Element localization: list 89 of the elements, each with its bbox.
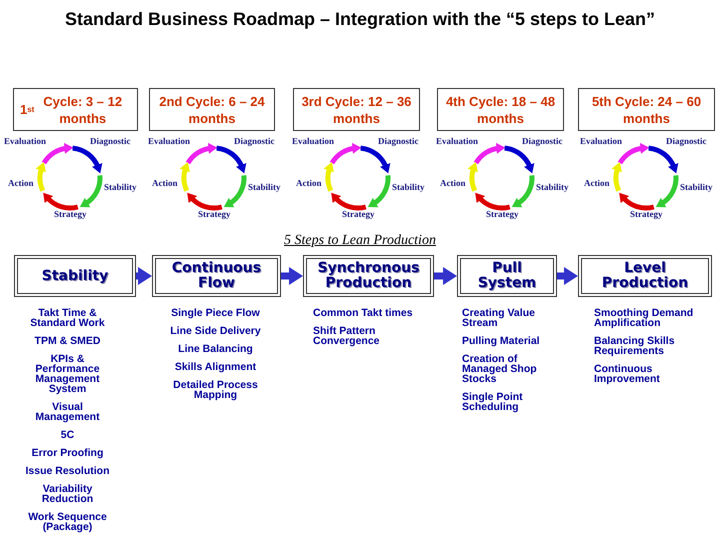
lean-step-box: Stability (14, 255, 136, 297)
practice-item: Line Side Delivery (169, 326, 262, 336)
practice-item: Creating Value Stream (462, 308, 536, 328)
cycle-arc-arrow (42, 143, 74, 164)
cycle-stage-label: Strategy (198, 209, 230, 219)
cycle-arc-arrow (72, 146, 102, 174)
cycle-arc-arrow (512, 175, 534, 208)
cycle-stage-label: Diagnostic (234, 136, 274, 146)
cycle-stage-label: Stability (248, 182, 281, 192)
cycle-arc-arrow (324, 162, 334, 192)
cycle-stage-label: Diagnostic (522, 136, 562, 146)
practice-item: Shift Pattern Convergence (313, 326, 381, 346)
practice-item: Pulling Material (462, 336, 541, 346)
cycle-arc-arrow (618, 192, 654, 211)
arrow (136, 267, 152, 285)
cycle-duration-box: 5th Cycle: 24 – 60 months (578, 88, 715, 131)
cycle-arc-arrow (80, 175, 102, 208)
lean-step-box: Pull System (457, 255, 557, 297)
practice-item: Creation of Managed Shop Stocks (462, 354, 538, 384)
practice-item: KPIs & Performance Management System (34, 354, 101, 394)
cycle-arc-arrow (330, 143, 362, 164)
practice-item: Error Proofing (30, 448, 104, 458)
cycle-arc-arrow (474, 143, 506, 164)
practice-item: 5C (60, 430, 76, 440)
practice-item: Variability Reduction (40, 484, 94, 504)
cycle-duration-box: 1$^{st}$ Cycle: 3 – 12 months (13, 88, 138, 131)
practice-item: Skills Alignment (174, 362, 258, 372)
cycle-arc-arrow (612, 162, 622, 192)
practice-item: Single Point Scheduling (462, 392, 524, 412)
cycle-stage-label: Evaluation (148, 136, 190, 146)
practice-item: Issue Resolution (24, 466, 110, 476)
cycle-arc-arrow (186, 143, 218, 164)
arrow (557, 267, 578, 285)
cycle-stage-label: Evaluation (580, 136, 622, 146)
cycle-arc-arrow (186, 192, 222, 211)
practice-item: Smoothing Demand Amplification (594, 308, 694, 328)
cycle-arc-arrow (468, 162, 478, 192)
practice-item: TPM & SMED (34, 336, 102, 346)
cycle-arc-arrow (224, 175, 246, 208)
cycle-duration-box: 3rd Cycle: 12 – 36 months (293, 88, 420, 131)
arrow (281, 267, 303, 285)
cycle-arc-arrow (330, 192, 366, 211)
cycle-arc-arrow (36, 162, 46, 192)
cycle-arc-arrow (618, 143, 650, 164)
cycle-arc-arrow (216, 146, 246, 174)
cycle-stage-label: Action (8, 178, 34, 188)
cycle-arc-arrow (504, 146, 534, 174)
cycle-stage-label: Action (152, 178, 178, 188)
cycle-stage-label: Evaluation (436, 136, 478, 146)
cycle-stage-label: Stability (104, 182, 137, 192)
cycle-arc-arrow (648, 146, 678, 174)
cycle-arc-arrow (474, 192, 510, 211)
practice-item: Detailed Process Mapping (172, 380, 259, 400)
cycle-stage-label: Stability (392, 182, 425, 192)
cycle-stage-label: Diagnostic (378, 136, 418, 146)
cycle-stage-label: Strategy (486, 209, 518, 219)
cycle-arc-arrow (656, 175, 678, 208)
cycle-stage-label: Evaluation (4, 136, 46, 146)
cycle-stage-label: Diagnostic (666, 136, 706, 146)
practice-item: Line Balancing (177, 344, 254, 354)
cycle-stage-label: Action (440, 178, 466, 188)
cycle-stage-label: Diagnostic (90, 136, 130, 146)
cycle-duration-box: 4th Cycle: 18 – 48 months (437, 88, 564, 131)
cycle-stage-label: Strategy (342, 209, 374, 219)
cycle-stage-label: Stability (680, 182, 713, 192)
cycle-duration-box: 2nd Cycle: 6 – 24 months (149, 88, 275, 131)
cycle-arc-arrow (360, 146, 390, 174)
cycle-stage-label: Strategy (54, 209, 86, 219)
cycle-stage-label: Strategy (630, 209, 662, 219)
practice-item: Common Takt times (313, 308, 414, 318)
practice-item: Work Sequence (Package) (27, 512, 108, 532)
cycle-stage-label: Action (296, 178, 322, 188)
practice-item: Visual Management (34, 402, 101, 422)
cycle-arc-arrow (180, 162, 190, 192)
page-title: Standard Business Roadmap – Integration with the “5 steps to Lean” (64, 9, 656, 30)
lean-step-box: Continuous Flow (152, 255, 281, 297)
practice-item: Balancing Skills Requirements (594, 336, 676, 356)
cycle-stage-label: Action (584, 178, 610, 188)
lean-step-box: Synchronous Production (303, 255, 434, 297)
lean-step-box: Level Production (578, 255, 712, 297)
cycle-arc-arrow (368, 175, 390, 208)
cycle-stage-label: Stability (536, 182, 569, 192)
arrow (434, 267, 457, 285)
cycle-arc-arrow (42, 192, 78, 211)
practice-item: Continuous Improvement (594, 364, 661, 384)
practice-item: Single Piece Flow (170, 308, 261, 318)
practice-item: Takt Time & Standard Work (29, 308, 106, 328)
cycle-stage-label: Evaluation (292, 136, 334, 146)
section-heading: 5 Steps to Lean Production (283, 233, 437, 249)
